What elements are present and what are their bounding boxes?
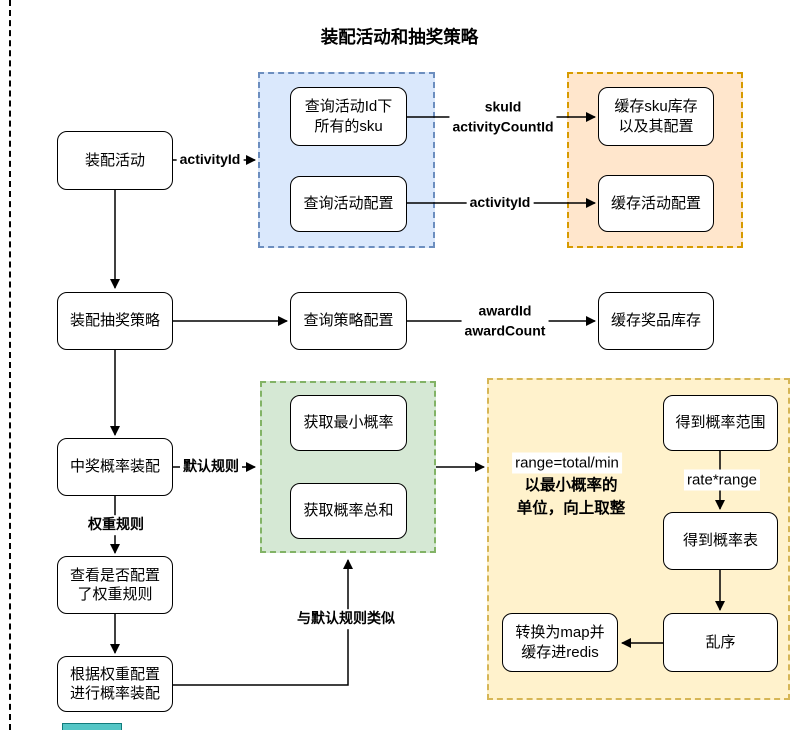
edge-label-similar-to-default: 与默认规则类似 xyxy=(294,609,398,629)
node-cache-activity-config: 缓存活动配置 xyxy=(598,175,714,232)
edge-label-activity-id-2: activityId xyxy=(466,193,534,213)
node-query-strategy-config: 查询策略配置 xyxy=(290,292,407,350)
label-round-up-note: 以最小概率的 单位，向上取整 xyxy=(516,476,626,517)
node-assemble-win-probability: 中奖概率装配 xyxy=(57,438,173,496)
edge-label-default-rule: 默认规则 xyxy=(180,457,242,477)
node-assemble-lottery-strategy: 装配抽奖策略 xyxy=(57,292,173,350)
node-query-activity-config: 查询活动配置 xyxy=(290,176,407,232)
edge-label-weight-rule: 权重规则 xyxy=(85,515,147,535)
edge-label-activity-id-1: activityId xyxy=(176,150,244,170)
node-get-probability-range: 得到概率范围 xyxy=(663,395,778,451)
node-get-probability-table: 得到概率表 xyxy=(663,512,778,570)
label-range-formula: range=total/min xyxy=(512,452,622,474)
node-assemble-activity: 装配活动 xyxy=(57,131,173,190)
diagram-title: 装配活动和抽奖策略 xyxy=(320,27,479,47)
edge-label-award-id-count: awardId awardCount xyxy=(461,301,549,341)
node-check-weight-rule: 查看是否配置 了权重规则 xyxy=(57,556,173,614)
label-rate-range: rate*range xyxy=(683,469,761,491)
node-get-probability-sum: 获取概率总和 xyxy=(290,483,407,539)
edge-label-sku-id-count: skuId activityCountId xyxy=(449,97,557,137)
page-boundary-dashed-line xyxy=(9,0,11,730)
node-get-min-probability: 获取最小概率 xyxy=(290,395,407,451)
clipped-teal-shape xyxy=(62,723,122,730)
node-assemble-by-weight: 根据权重配置 进行概率装配 xyxy=(57,656,173,712)
node-cache-sku-stock: 缓存sku库存 以及其配置 xyxy=(598,87,714,146)
node-convert-to-map: 转换为map并 缓存进redis xyxy=(502,613,618,672)
arrow-assembleweight-to-defaultgroup xyxy=(173,559,353,686)
node-cache-award-stock: 缓存奖品库存 xyxy=(598,292,714,350)
node-shuffle: 乱序 xyxy=(663,613,778,672)
node-query-activity-sku: 查询活动Id下 所有的sku xyxy=(290,87,407,146)
